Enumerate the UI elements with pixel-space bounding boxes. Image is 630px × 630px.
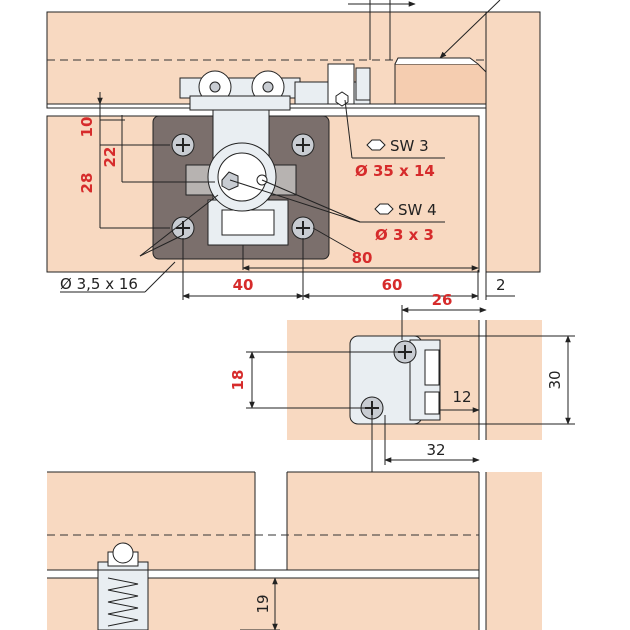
runner-assembly bbox=[97, 542, 149, 630]
adjuster bbox=[294, 63, 371, 107]
screw-bl bbox=[171, 216, 195, 240]
top-assembly: 10 22 28 SW 3 Ø 35 x 14 SW 4 Ø 3 x 3 80 … bbox=[46, 0, 541, 300]
dim-80: 80 bbox=[352, 249, 373, 267]
dim-30: 30 bbox=[546, 370, 564, 389]
screw-tr bbox=[291, 133, 315, 157]
dim-60: 60 bbox=[382, 276, 403, 294]
dim-2: 2 bbox=[496, 276, 506, 294]
callout-screw: Ø 3,5 x 16 bbox=[60, 275, 138, 293]
dim-22: 22 bbox=[101, 147, 119, 168]
cam bbox=[185, 142, 297, 212]
dim-28: 28 bbox=[78, 173, 96, 194]
bottom-panel-mid bbox=[287, 472, 479, 570]
bottom-panel-right bbox=[486, 472, 542, 630]
hex-icon-sw4 bbox=[374, 203, 394, 215]
side-view: 26 18 30 12 32 36 bbox=[229, 291, 575, 500]
rollers bbox=[179, 70, 301, 111]
side-panel-right bbox=[486, 320, 542, 440]
dim-18: 18 bbox=[229, 370, 247, 391]
dim-12: 12 bbox=[452, 388, 471, 406]
cam-hex bbox=[221, 171, 239, 191]
bottom-assembly: 19 bbox=[47, 471, 542, 630]
screws bbox=[171, 133, 315, 240]
dim-40: 40 bbox=[233, 276, 254, 294]
hex-icon-sw3 bbox=[366, 139, 386, 151]
end-block bbox=[394, 63, 487, 105]
callout-dia3: Ø 3 x 3 bbox=[375, 226, 434, 244]
dim-26: 26 bbox=[432, 291, 453, 309]
spring bbox=[107, 577, 139, 627]
screw-tl bbox=[171, 133, 195, 157]
dim-19: 19 bbox=[254, 594, 272, 613]
bottom-panel-left bbox=[47, 472, 255, 570]
dim-10: 10 bbox=[78, 117, 96, 138]
callout-sw4: SW 4 bbox=[398, 201, 437, 219]
callout-dia35: Ø 35 x 14 bbox=[355, 162, 435, 180]
screw-br bbox=[291, 216, 315, 240]
dim-32: 32 bbox=[426, 441, 445, 459]
callout-sw3: SW 3 bbox=[390, 137, 429, 155]
